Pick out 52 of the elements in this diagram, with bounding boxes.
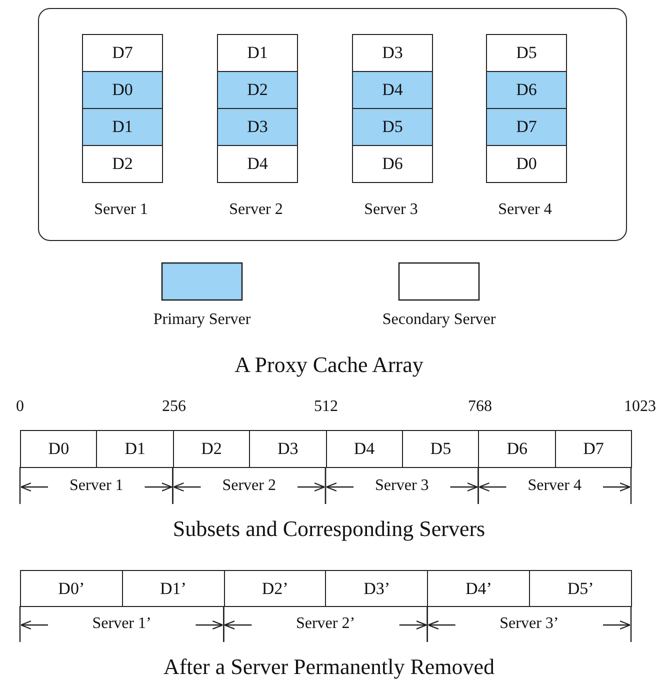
data-block-cell: D1 bbox=[96, 430, 174, 468]
axis-tick-label: 1023 bbox=[624, 398, 656, 416]
server-label: Server 2’ bbox=[296, 615, 356, 633]
data-block-cell: D5 bbox=[352, 108, 433, 146]
axis-tick-label: 256 bbox=[162, 398, 186, 416]
data-block-cell: D4 bbox=[217, 145, 298, 183]
server-label: Server 1 bbox=[70, 477, 124, 495]
data-block-cell: D1 bbox=[217, 34, 298, 72]
data-block-cell: D7 bbox=[486, 108, 567, 146]
data-block-cell: D5 bbox=[486, 34, 567, 72]
data-block-cell: D3’ bbox=[325, 570, 428, 607]
data-block-cell: D0 bbox=[486, 145, 567, 183]
data-block-cell: D7 bbox=[554, 430, 632, 468]
data-block-cell: D7 bbox=[82, 34, 163, 72]
data-block-cell: D3 bbox=[249, 430, 327, 468]
server-label: Server 3 bbox=[364, 201, 418, 219]
data-block-cell: D6 bbox=[478, 430, 556, 468]
data-block-cell: D6 bbox=[352, 145, 433, 183]
section-title: Subsets and Corresponding Servers bbox=[172, 516, 486, 542]
data-block-cell: D0 bbox=[20, 430, 98, 468]
data-block-cell: D4 bbox=[352, 71, 433, 109]
data-block-cell: D3 bbox=[352, 34, 433, 72]
axis-tick-label: 768 bbox=[468, 398, 492, 416]
server-label: Server 4 bbox=[528, 477, 582, 495]
legend-label: Secondary Server bbox=[382, 311, 496, 329]
server-label: Server 4 bbox=[498, 201, 552, 219]
server-label: Server 3 bbox=[375, 477, 429, 495]
panel-frame bbox=[38, 8, 627, 241]
server-label: Server 2 bbox=[222, 477, 276, 495]
data-block-cell: D1 bbox=[82, 108, 163, 146]
section-title: A Proxy Cache Array bbox=[234, 352, 424, 378]
data-block-cell: D5 bbox=[402, 430, 480, 468]
data-block-cell: D0’ bbox=[20, 570, 123, 607]
data-block-cell: D3 bbox=[217, 108, 298, 146]
axis-tick-label: 0 bbox=[16, 398, 24, 416]
data-block-cell: D2 bbox=[217, 71, 298, 109]
legend-label: Primary Server bbox=[153, 311, 251, 329]
data-block-cell: D5’ bbox=[529, 570, 632, 607]
data-block-cell: D2’ bbox=[224, 570, 326, 607]
data-block-cell: D6 bbox=[486, 71, 567, 109]
data-block-cell: D2 bbox=[82, 145, 163, 183]
data-block-cell: D1’ bbox=[122, 570, 225, 607]
data-block-cell: D4 bbox=[326, 430, 403, 468]
data-block-cell: D2 bbox=[172, 430, 250, 468]
caption: After a Server Permanently Removed bbox=[163, 654, 495, 680]
server-label: Server 2 bbox=[229, 201, 283, 219]
axis-tick-label: 512 bbox=[314, 398, 338, 416]
server-label: Server 3’ bbox=[500, 615, 559, 633]
data-block-cell: D0 bbox=[82, 71, 163, 109]
data-block-cell: D4’ bbox=[427, 570, 530, 607]
server-label: Server 1’ bbox=[92, 615, 152, 633]
server-label: Server 1 bbox=[94, 201, 148, 219]
